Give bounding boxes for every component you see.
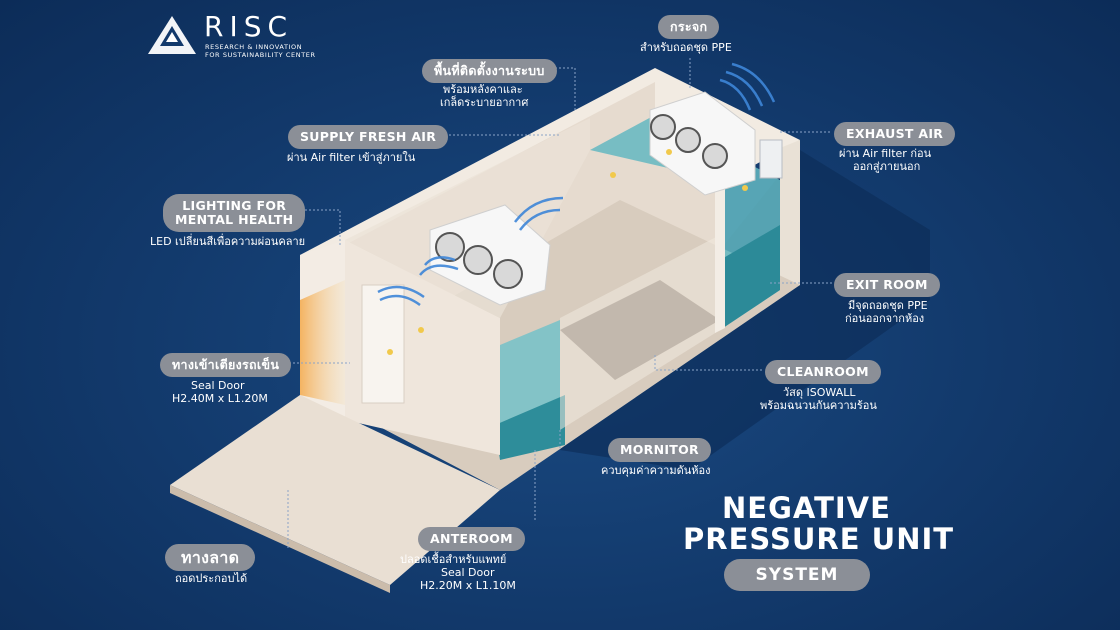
leader-lines [281,58,832,548]
callout-cleanroom-desc-2: พร้อมฉนวนกันความร้อน [760,399,877,412]
callout-stretcher-desc-1: Seal Door [191,379,245,392]
stretcher-door [361,284,405,404]
risc-logo: RISC RESEARCH & INNOVATION FOR SUSTAINAB… [146,10,315,62]
callout-exit-room-desc-2: ก่อนออกจากห้อง [845,312,925,325]
callout-supply-air-desc: ผ่าน Air filter เข้าสู่ภายใน [287,151,416,164]
callout-ramp-desc: ถอดประกอบได้ [175,572,248,585]
title-badge: SYSTEM [724,559,870,591]
callout-lighting-label: LIGHTING FOR MENTAL HEALTH [163,194,306,232]
partition-wall-1 [560,235,720,430]
callout-exit-room-desc-1: มีจุดถอดชุด PPE [848,299,928,312]
callout-install-area-label: พื้นที่ติดตั้งงานระบบ [422,59,557,83]
anteroom-floor [495,395,565,460]
partition-wall-2 [715,176,725,333]
ramp-edge [170,485,390,593]
led-glow [300,280,345,405]
callout-glass-desc: สำหรับถอดชุด PPE [640,41,732,54]
callout-exhaust-air-desc-1: ผ่าน Air filter ก่อน [839,147,932,160]
callout-cleanroom-label: CLEANROOM [765,360,881,384]
callout-anteroom-desc-1: ปลอดเชื้อสำหรับแพทย์ [400,553,507,566]
callout-glass-label: กระจก [658,15,720,39]
callout-anteroom-desc-3: H2.20M x L1.10M [420,579,516,592]
callout-exhaust-air-label: EXHAUST AIR [834,122,956,146]
title-line-1: NEGATIVE [722,491,891,525]
callout-monitor-label: MORNITOR [608,438,711,462]
sparkles [387,149,748,355]
title-line-2: PRESSURE UNIT [683,522,955,556]
callout-lighting-label-2: MENTAL HEALTH [175,212,294,227]
callout-install-area-desc-1: พร้อมหลังคาและ [443,83,523,96]
exit-room-floor [720,225,780,330]
callout-lighting-desc: LED เปลี่ยนสีเพื่อความผ่อนคลาย [150,235,306,248]
callout-anteroom-desc-2: Seal Door [441,566,495,579]
callout-exit-room-label: EXIT ROOM [834,273,940,297]
callout-anteroom-label: ANTEROOM [418,527,525,551]
airflow-waves [377,62,776,307]
callout-lighting-label-1: LIGHTING FOR [182,198,287,213]
callout-install-area-desc-2: เกล็ดระบายอากาศ [440,96,529,109]
exhaust-fan-unit [649,91,756,196]
callout-stretcher-label: ทางเข้าเตียงรถเข็น [160,353,292,377]
ramp [170,395,500,585]
right-wall [780,140,800,296]
logo-line-1: RESEARCH & INNOVATION [205,43,303,51]
logo-line-2: FOR SUSTAINABILITY CENTER [205,51,316,59]
callout-cleanroom-desc-1: วัสดุ ISOWALL [783,386,856,399]
vent-grill [759,139,783,179]
callout-supply-air-label: SUPPLY FRESH AIR [288,125,449,149]
callout-stretcher-desc-2: H2.40M x L1.20M [172,392,268,405]
callout-monitor-desc: ควบคุมค่าความดันห้อง [601,464,711,477]
risc-logo-mark [148,16,196,54]
logo-name: RISC [204,10,294,43]
callout-exhaust-air-desc-2: ออกสู่ภายนอก [853,160,921,173]
callout-ramp-label: ทางลาด [165,544,256,571]
